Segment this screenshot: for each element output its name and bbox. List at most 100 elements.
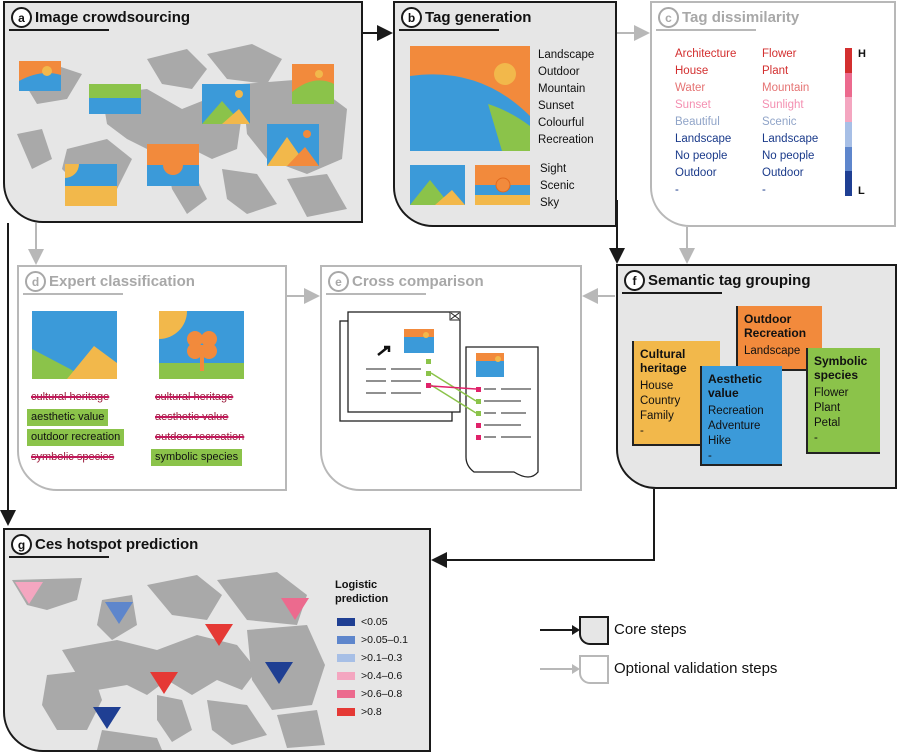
key-optional-swatch — [540, 655, 609, 684]
dissimilarity-tag: Flower — [762, 48, 797, 60]
key-core-swatch — [540, 616, 609, 645]
legend-label: >0.4–0.6 — [361, 670, 403, 682]
panel-b-title: b Tag generation — [401, 7, 531, 28]
group-tag: Plant — [814, 402, 841, 414]
thumb-7 — [65, 164, 117, 206]
legend-label: >0.1–0.3 — [361, 652, 403, 664]
key-optional-label: Optional validation steps — [614, 660, 778, 677]
expert-photo-landscape — [32, 311, 117, 379]
group-tag: Petal — [814, 417, 841, 429]
tag: Mountain — [538, 83, 586, 95]
thumb-1 — [19, 61, 61, 91]
legend-swatch — [337, 654, 355, 662]
legend-item: >0.05–0.1 — [337, 631, 408, 649]
tag: Scenic — [540, 180, 575, 192]
prediction-legend: <0.05>0.05–0.1>0.1–0.3>0.4–0.6>0.6–0.8>0… — [337, 613, 408, 721]
legend-item: >0.4–0.6 — [337, 667, 408, 685]
europe-map-with-images — [17, 44, 347, 217]
legend-label: >0.8 — [361, 706, 382, 718]
scale-low-label: L — [858, 185, 865, 197]
panel-e-title-underline — [326, 293, 426, 295]
panel-b-title-text: Tag generation — [425, 9, 532, 26]
scale-segment — [845, 146, 852, 172]
main-tag-list: Landscape Outdoor Mountain Sunset Colour… — [538, 47, 594, 149]
panel-c-title-text: Tag dissimilarity — [682, 9, 800, 26]
cross-comparison-illustration — [339, 311, 539, 478]
legend-swatch — [337, 618, 355, 626]
tag: Sunset — [538, 100, 574, 112]
group-tag: - — [640, 425, 644, 437]
thumb-4 — [292, 64, 334, 104]
dissimilarity-tag: House — [675, 65, 709, 77]
legend-item: >0.1–0.3 — [337, 649, 408, 667]
panel-ces-hotspot-prediction: g Ces hotspot prediction Logistic predic… — [3, 528, 431, 752]
panel-tag-generation: b Tag generation Landscape Outdoor Mount… — [393, 1, 617, 227]
thumb-3 — [202, 84, 250, 124]
dissimilarity-tag: Outdoor — [762, 167, 804, 179]
legend-swatch — [337, 672, 355, 680]
tag: Sight — [540, 163, 567, 175]
main-photo — [410, 46, 530, 151]
hotspot-marker — [15, 582, 43, 604]
dissimilarity-tag: Sunlight — [762, 99, 804, 111]
panel-cross-comparison: e Cross comparison — [320, 265, 582, 491]
prediction-legend-title: Logistic prediction — [335, 579, 389, 605]
panel-g-title-text: Ces hotspot prediction — [35, 536, 199, 553]
panel-b-letter: b — [401, 7, 422, 28]
legend-swatch — [337, 708, 355, 716]
dissimilarity-tag: Beautiful — [675, 116, 720, 128]
legend-label: >0.05–0.1 — [361, 634, 409, 646]
panel-expert-classification: d Expert classification cultural heritag… — [17, 265, 287, 491]
panel-f-title: f Semantic tag grouping — [624, 270, 811, 291]
dissimilarity-tag: Landscape — [675, 133, 732, 145]
panel-d-letter: d — [25, 271, 46, 292]
legend-swatch — [337, 690, 355, 698]
legend-item: <0.05 — [337, 613, 408, 631]
thumb-5 — [267, 124, 319, 166]
expert-criterion: outdoor recreation — [27, 429, 125, 446]
panel-e-title: e Cross comparison — [328, 271, 484, 292]
group-card-title: Cultural heritage — [640, 347, 687, 375]
group-tag: House — [640, 380, 674, 392]
scale-segment — [845, 122, 852, 147]
scale-segment — [845, 72, 852, 98]
dissimilarity-tag: - — [762, 184, 766, 196]
expert-criterion: symbolic species — [31, 451, 115, 463]
dissimilarity-tag: Landscape — [762, 133, 819, 145]
group-tag: Landscape — [744, 345, 801, 357]
hotspot-marker — [93, 707, 121, 729]
panel-f-title-text: Semantic tag grouping — [648, 272, 811, 289]
group-card-title: Outdoor Recreation — [744, 312, 807, 340]
panel-b-title-underline — [399, 29, 499, 31]
panel-c-title-underline — [656, 29, 756, 31]
arrow-f-to-g — [431, 489, 655, 568]
panel-a-title-underline — [9, 29, 109, 31]
panel-g-title-underline — [9, 556, 109, 558]
panel-f-letter: f — [624, 270, 645, 291]
group-tag: Recreation — [708, 405, 764, 417]
legend-label: <0.05 — [361, 616, 388, 628]
group-card-title: Aesthetic value — [708, 372, 763, 400]
expert-criterion: symbolic species — [151, 449, 243, 466]
key-core-label: Core steps — [614, 621, 687, 638]
panel-a-letter: a — [11, 7, 32, 28]
dissimilarity-tag: Scenic — [762, 116, 797, 128]
panel-a-title-text: Image crowdsourcing — [35, 9, 191, 26]
thumb-2 — [89, 84, 141, 114]
tag: Recreation — [538, 134, 594, 146]
expert-criterion: outdoor recreation — [155, 431, 245, 443]
panel-c-letter: c — [658, 7, 679, 28]
hotspot-map — [12, 572, 325, 750]
tag: Colourful — [538, 117, 585, 129]
group-card-title: Symbolic species — [814, 354, 868, 382]
small-tag-list: Sight Scenic Sky — [540, 161, 575, 212]
dissimilarity-tag: Architecture — [675, 48, 737, 60]
dissimilarity-tag: Plant — [762, 65, 789, 77]
panel-a-title: a Image crowdsourcing — [11, 7, 190, 28]
dissimilarity-scale-bar — [845, 48, 852, 197]
tag: Outdoor — [538, 66, 580, 78]
group-tag: Family — [640, 410, 674, 422]
legend-swatch — [337, 636, 355, 644]
